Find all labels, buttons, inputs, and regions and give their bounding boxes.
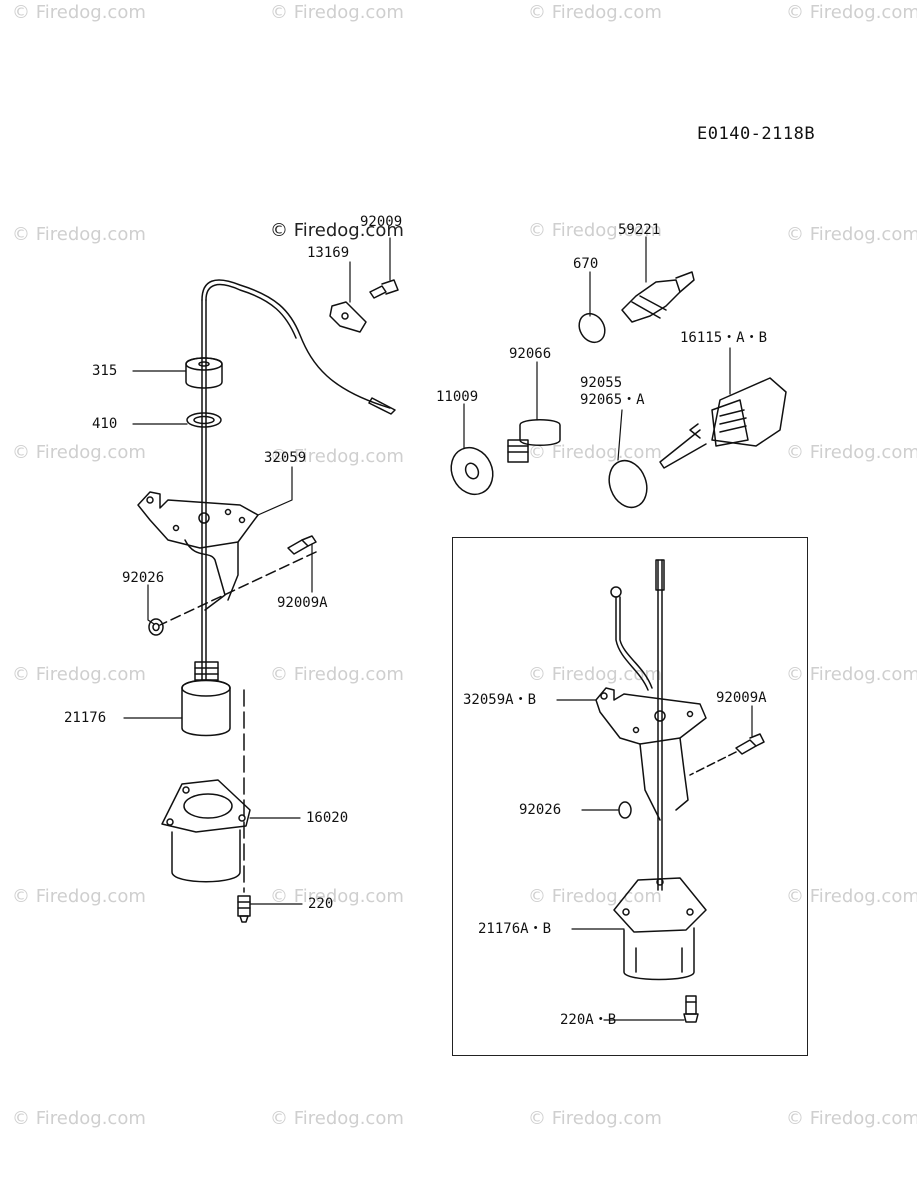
part-label-59221: 59221 xyxy=(618,222,661,238)
grommet-315 xyxy=(185,357,223,389)
part-label-13169: 13169 xyxy=(307,245,350,261)
switch-16115 xyxy=(659,377,787,469)
leader-lines xyxy=(123,236,753,1021)
part-label-92066: 92066 xyxy=(509,346,552,362)
solenoid-21176 xyxy=(181,661,231,737)
center-line xyxy=(689,751,737,776)
center-line xyxy=(159,551,317,626)
bracket-32059 xyxy=(137,491,259,611)
sensor-59221 xyxy=(621,271,695,323)
watermark: © Firedog.com xyxy=(12,1108,146,1129)
oring-670 xyxy=(578,312,606,344)
watermark: © Firedog.com xyxy=(786,2,917,23)
watermark: © Firedog.com xyxy=(270,446,404,467)
part-label-410: 410 xyxy=(92,416,118,432)
part-label-92009A: 92009A xyxy=(277,595,328,611)
watermark: © Firedog.com xyxy=(270,220,404,241)
washer-410 xyxy=(186,412,222,428)
part-label-92026: 92026 xyxy=(122,570,165,586)
inset-label-92009A: 92009A xyxy=(716,690,767,706)
inset-label-32059AB: 32059A・B xyxy=(463,692,537,708)
part-label-32059: 32059 xyxy=(264,450,307,466)
inset-label-21176AB: 21176A・B xyxy=(478,921,552,937)
part-label-220: 220 xyxy=(308,896,334,912)
watermark: © Firedog.com xyxy=(786,886,917,907)
inset-screw-220AB xyxy=(683,995,699,1023)
watermark: © Firedog.com xyxy=(528,220,662,241)
washer-92026 xyxy=(148,618,164,636)
part-label-315: 315 xyxy=(92,363,118,379)
inset-bolt-92009A xyxy=(735,733,765,755)
inset-bracket xyxy=(595,687,707,821)
washer-11009 xyxy=(450,446,494,496)
watermark: © Firedog.com xyxy=(528,1108,662,1129)
inset-label-92026: 92026 xyxy=(519,802,562,818)
part-label-92065A: 92065・A xyxy=(580,392,645,408)
part-label-670: 670 xyxy=(573,256,599,272)
part-label-92009: 92009 xyxy=(360,214,403,230)
oring-92055 xyxy=(608,459,648,509)
part-label-11009: 11009 xyxy=(436,389,479,405)
inset-rod xyxy=(655,559,665,891)
plug-92066 xyxy=(507,419,561,463)
housing-16020 xyxy=(161,779,251,883)
diagram-code: E0140-2118B xyxy=(697,124,816,144)
watermark: © Firedog.com xyxy=(12,2,146,23)
watermark: © Firedog.com xyxy=(786,664,917,685)
watermark: © Firedog.com xyxy=(12,664,146,685)
inset-frame xyxy=(452,537,808,1056)
watermark: © Firedog.com xyxy=(786,1108,917,1129)
part-label-16020: 16020 xyxy=(306,810,349,826)
watermark: © Firedog.com xyxy=(786,442,917,463)
watermark: © Firedog.com xyxy=(270,886,404,907)
watermark: © Firedog.com xyxy=(786,224,917,245)
part-label-92055: 92055 xyxy=(580,375,623,391)
watermark: © Firedog.com xyxy=(12,442,146,463)
clip-13169 xyxy=(329,301,367,333)
inset-solenoid-21176AB xyxy=(613,877,707,981)
watermark: © Firedog.com xyxy=(270,2,404,23)
watermark: © Firedog.com xyxy=(12,224,146,245)
watermark: © Firedog.com xyxy=(528,664,662,685)
inset-washer-92026 xyxy=(618,801,632,819)
watermark: © Firedog.com xyxy=(528,442,662,463)
watermark: © Firedog.com xyxy=(528,2,662,23)
part-label-16115AB: 16115・A・B xyxy=(680,330,768,346)
inset-label-220AB: 220A・B xyxy=(560,1012,617,1028)
inset-wire xyxy=(610,586,653,691)
part-label-21176: 21176 xyxy=(64,710,107,726)
screw-220 xyxy=(237,895,251,923)
watermark: © Firedog.com xyxy=(270,664,404,685)
screw-92009 xyxy=(369,279,399,299)
dipstick-cable xyxy=(201,279,396,681)
watermark: © Firedog.com xyxy=(12,886,146,907)
watermark: © Firedog.com xyxy=(270,1108,404,1129)
